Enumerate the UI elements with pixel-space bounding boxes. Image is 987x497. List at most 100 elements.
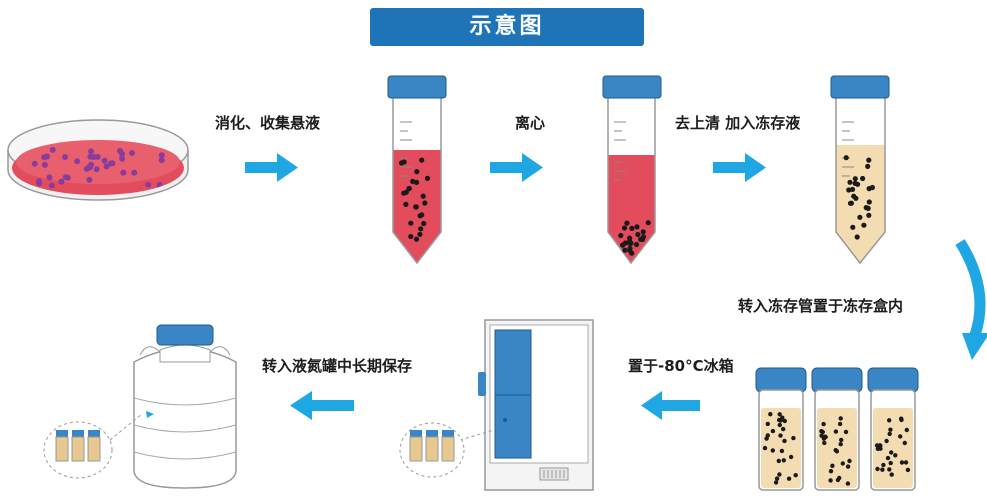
- cell-dot: [419, 157, 425, 163]
- curved-arrow-down-icon: [955, 239, 987, 360]
- cell-dot: [627, 235, 633, 241]
- cell-dot: [822, 434, 827, 440]
- centrifuge-tube-pellet: [602, 75, 662, 265]
- cell-dot: [774, 476, 780, 481]
- cell-dot: [768, 412, 773, 417]
- cell-dot: [828, 469, 834, 474]
- cell-dot: [875, 446, 881, 451]
- cell-dot: [417, 213, 423, 219]
- step-label-remove-supernatant: 去上清 加入冻存液: [675, 114, 801, 132]
- cell-dot: [830, 463, 835, 468]
- cell-dot: [875, 466, 880, 472]
- cell-dot: [781, 458, 786, 463]
- cell-dot: [773, 480, 779, 485]
- cell-dot: [779, 448, 785, 454]
- cell-dot: [852, 180, 858, 186]
- cell-dot: [888, 427, 893, 432]
- ultra-low-freezer: [478, 319, 594, 491]
- cell-dot: [861, 222, 867, 228]
- cell-dot: [904, 427, 909, 433]
- cell-dot: [866, 157, 872, 163]
- cell-dot: [852, 176, 858, 182]
- cell-dot: [848, 200, 855, 206]
- cell-dot: [629, 225, 635, 231]
- cell-dot: [74, 158, 81, 165]
- cell-dot: [621, 225, 628, 231]
- cell-dot: [884, 438, 889, 444]
- cell-dot: [840, 461, 845, 466]
- step-label-transfer-cryobox: 转入冻存管置于冻存盒内: [738, 297, 904, 315]
- cell-dot: [406, 185, 412, 192]
- arrow-left-icon: [290, 391, 354, 420]
- cell-dot: [788, 454, 794, 460]
- tank-inset-vials: [43, 413, 143, 479]
- cell-dot: [103, 163, 110, 170]
- centrifuge-tube-cryo-medium: [830, 75, 890, 265]
- cell-dot: [418, 226, 424, 232]
- cell-dot: [885, 455, 891, 461]
- arrow-left-icon: [641, 391, 700, 420]
- cell-dot: [627, 245, 633, 252]
- cell-dot: [777, 412, 782, 417]
- cell-dot: [835, 477, 841, 483]
- freezer-inset-vials: [399, 422, 495, 478]
- cell-dot: [770, 448, 775, 453]
- cell-dot: [762, 445, 768, 451]
- cell-dot: [421, 220, 427, 227]
- cell-dot: [781, 426, 786, 432]
- arrow-right-icon: [490, 153, 543, 182]
- cell-dot: [58, 178, 65, 185]
- cell-dot: [31, 160, 38, 167]
- cell-dot: [821, 421, 826, 427]
- cell-dot: [627, 241, 633, 247]
- cell-dot: [833, 429, 839, 434]
- culture-dish: [7, 119, 189, 201]
- cell-dot: [145, 181, 152, 188]
- cell-dot: [820, 429, 825, 435]
- cell-dot: [417, 231, 423, 237]
- arrow-right-icon: [713, 153, 766, 182]
- cell-dot: [881, 462, 886, 468]
- cell-dot: [853, 195, 859, 201]
- cell-dot: [833, 448, 838, 453]
- cell-dot: [865, 163, 871, 169]
- cell-dot: [398, 160, 405, 166]
- cell-dot: [893, 453, 898, 458]
- cell-dot: [158, 157, 165, 164]
- cell-dot: [887, 418, 892, 423]
- cell-dot: [101, 157, 108, 164]
- cell-dot: [776, 458, 781, 464]
- diagram-title: 示意图: [469, 14, 545, 39]
- step-label-liquid-nitrogen: 转入液氮罐中长期保存: [262, 357, 413, 375]
- cell-dot: [640, 234, 647, 240]
- cell-dot: [633, 241, 640, 248]
- cell-dot: [48, 182, 55, 189]
- cell-dot: [857, 214, 863, 220]
- cell-dot: [158, 152, 165, 159]
- cell-dot: [408, 233, 414, 240]
- cell-dot: [828, 478, 833, 483]
- cell-dot: [838, 442, 843, 447]
- cell-dot: [838, 416, 843, 421]
- cell-dot: [866, 199, 872, 205]
- cell-dot: [889, 450, 894, 455]
- cell-dot: [635, 231, 641, 238]
- step-label-freezer: 置于-80°C冰箱: [628, 357, 734, 375]
- cell-dot: [850, 224, 856, 230]
- cell-dot: [782, 438, 787, 444]
- cell-dot: [845, 464, 851, 469]
- cell-dot: [622, 240, 629, 246]
- cell-dot: [905, 467, 911, 473]
- cell-dot: [786, 476, 792, 481]
- cell-dot: [634, 224, 640, 230]
- cell-dot: [770, 428, 776, 434]
- cell-dot: [120, 169, 127, 176]
- cell-dot: [410, 178, 416, 184]
- cell-dots: [31, 146, 165, 189]
- cell-dot: [777, 422, 782, 428]
- cell-dot: [129, 150, 135, 156]
- cell-dot: [889, 472, 894, 477]
- cell-dot: [899, 417, 904, 423]
- cell-dot: [46, 174, 53, 181]
